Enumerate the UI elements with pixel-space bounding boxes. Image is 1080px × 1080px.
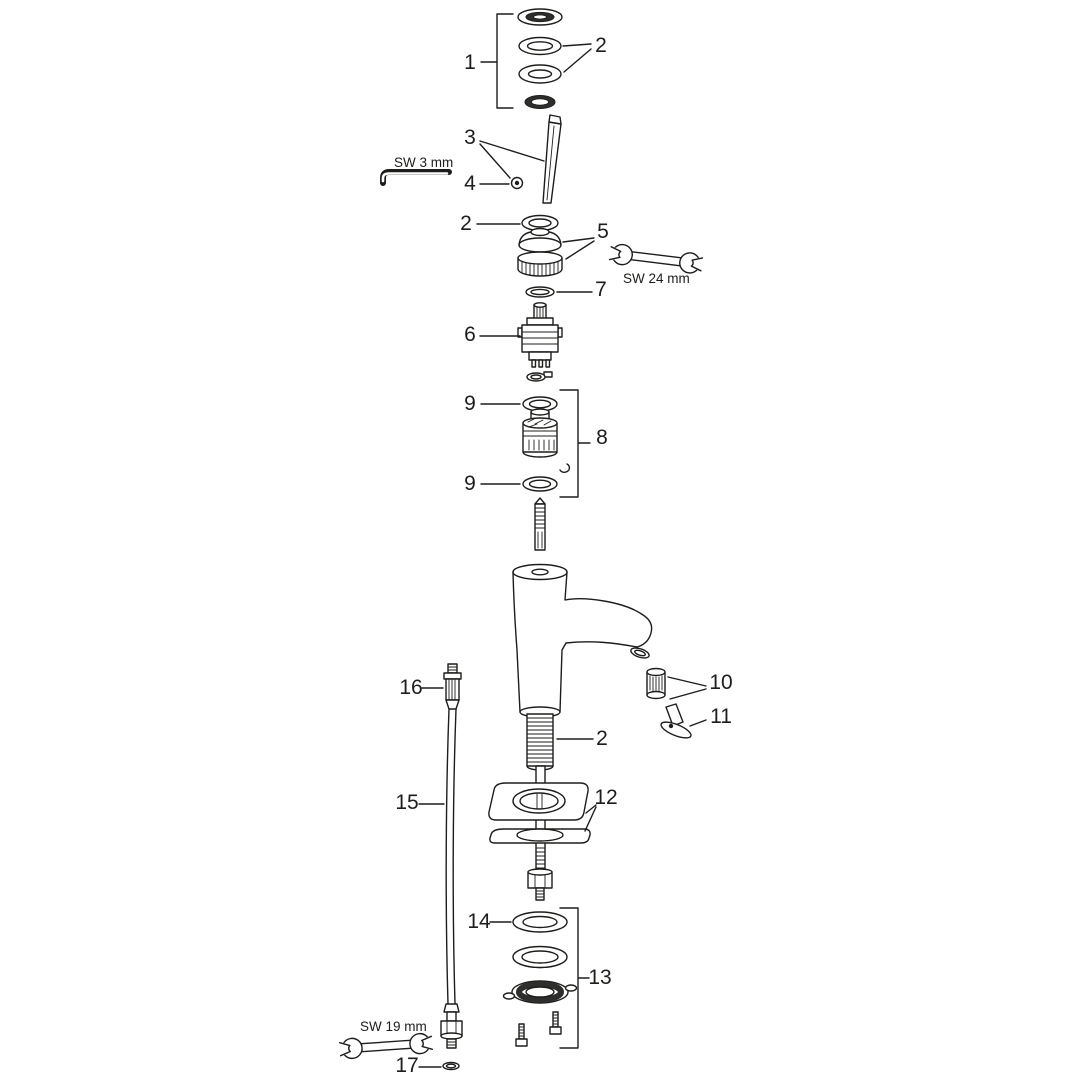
callout-8-bracket — [559, 389, 591, 498]
callout-8: 8 — [596, 426, 608, 449]
callout-11-leader — [689, 719, 707, 727]
callout-13-bracket — [559, 907, 590, 1049]
part-14-washer — [512, 911, 568, 933]
callout-3-leaders — [479, 140, 545, 179]
callout-13: 13 — [588, 966, 611, 989]
cartridge-retainer-ring — [526, 371, 553, 382]
callout-17: 17 — [395, 1054, 418, 1077]
part-11-handle-knob — [660, 703, 692, 739]
callout-10-leaders — [667, 676, 707, 700]
part-1-seal-stack — [517, 8, 563, 109]
part-13-seal-ring — [512, 945, 568, 969]
part-12-escutcheon — [488, 782, 591, 844]
callout-5: 5 — [597, 220, 609, 243]
callout-10: 10 — [709, 671, 732, 694]
callout-15: 15 — [395, 791, 418, 814]
part-13-screw-left — [515, 1023, 528, 1047]
callout-2-top-leaders — [562, 43, 592, 73]
callout-9-bottom: 9 — [464, 472, 476, 495]
spindle-rod — [534, 497, 546, 551]
callout-2-bottom: 2 — [596, 727, 608, 750]
part-4-set-screw — [510, 176, 524, 190]
part-9-oring-top — [522, 396, 558, 412]
rod-nut — [527, 868, 553, 901]
part-7-oring-thin — [525, 286, 555, 298]
wrench-24-icon — [606, 243, 706, 274]
callout-12-leaders — [584, 804, 597, 832]
wrench-19-icon — [336, 1032, 436, 1060]
allen-key-size-label: SW 3 mm — [394, 155, 453, 170]
callout-16: 16 — [399, 676, 422, 699]
callout-7: 7 — [595, 278, 607, 301]
callout-6: 6 — [464, 323, 476, 346]
part-13-screw-right — [549, 1011, 562, 1035]
part-9-oring-bottom — [522, 476, 558, 492]
part-17-seal — [442, 1061, 460, 1071]
allen-key-icon — [380, 169, 452, 186]
part-8-clip — [559, 463, 571, 474]
wrench-19-size-label: SW 19 mm — [360, 1019, 427, 1034]
faucet-body — [512, 563, 653, 771]
callout-2-top: 2 — [595, 34, 607, 57]
callout-4: 4 — [464, 172, 476, 195]
part-8-valve-body — [522, 408, 558, 458]
wrench-24-size-label: SW 24 mm — [623, 271, 690, 286]
part-13-mounting-flange — [502, 980, 578, 1004]
part-15-hose — [440, 663, 463, 1049]
callout-5-leaders — [562, 237, 595, 260]
part-10-aerator — [646, 667, 666, 700]
callout-1: 1 — [464, 51, 476, 74]
callout-3: 3 — [464, 126, 476, 149]
callout-2-mid: 2 — [460, 212, 472, 235]
part-5-cap-assembly — [517, 227, 563, 277]
part-6-cartridge — [517, 302, 563, 368]
callout-14: 14 — [467, 910, 491, 933]
callout-9-top: 9 — [464, 392, 476, 415]
callout-12: 12 — [594, 786, 617, 809]
callout-1-bracket — [480, 13, 514, 109]
callout-11: 11 — [710, 705, 732, 728]
part-3-handle — [542, 114, 562, 204]
